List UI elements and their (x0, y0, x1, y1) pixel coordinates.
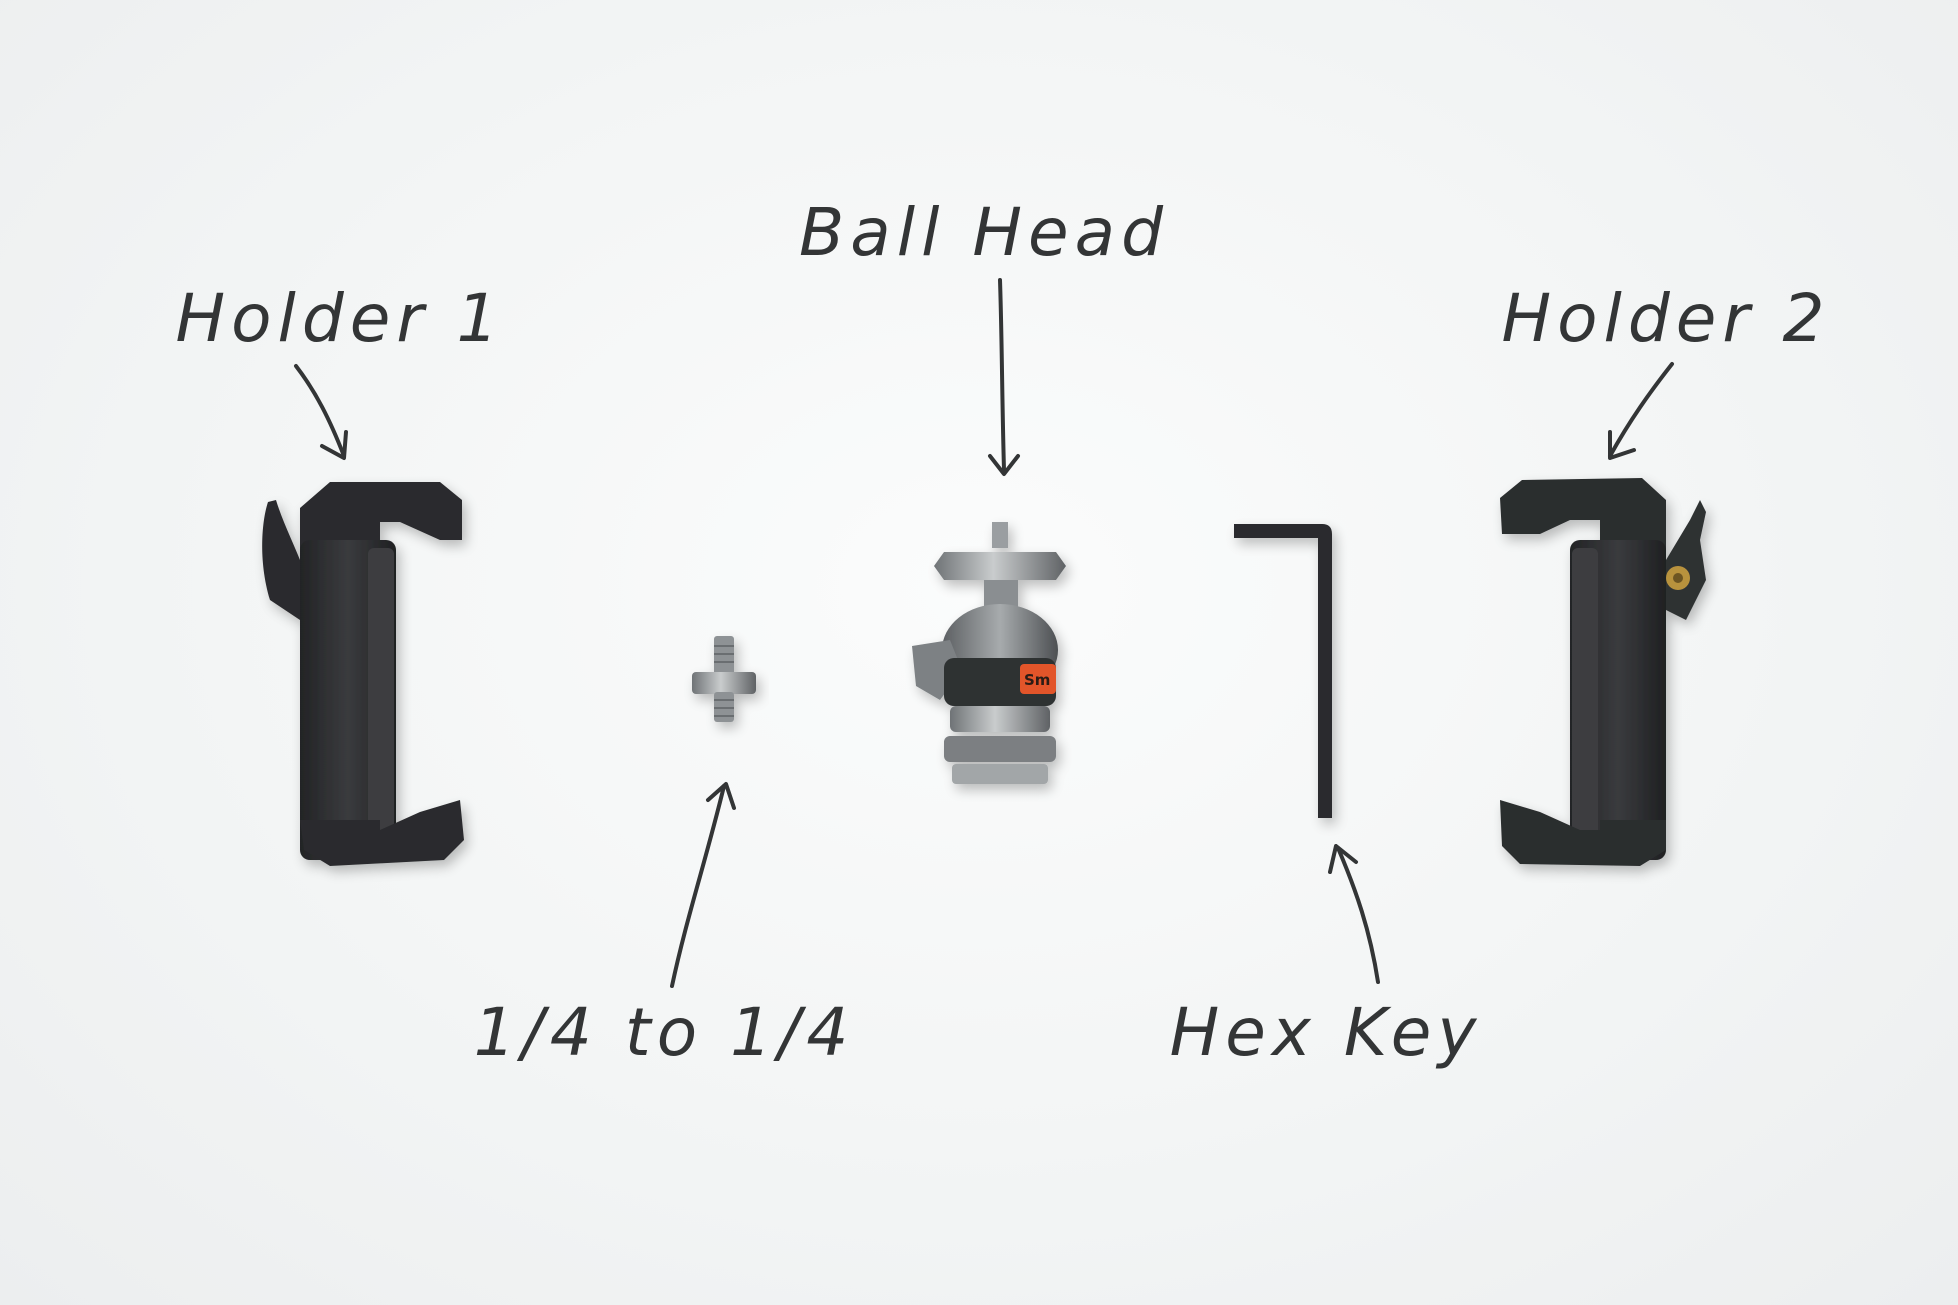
arrow-holder-1 (294, 364, 348, 460)
label-ball-head: Ball Head (799, 194, 1169, 271)
label-hex-key: Hex Key (1169, 994, 1483, 1071)
arrow-screw-adapter (670, 782, 736, 988)
ball-head: Sm (912, 522, 1066, 784)
arrow-ball-head (988, 278, 1020, 476)
label-holder-2: Holder 2 (1501, 280, 1831, 357)
label-screw-adapter: 1/4 to 1/4 (473, 994, 855, 1071)
holder-2 (1500, 478, 1706, 866)
brand-mark: Sm (1024, 671, 1050, 689)
screw-adapter (692, 636, 756, 722)
label-holder-1: Holder 1 (175, 280, 505, 357)
holder-1 (262, 482, 464, 866)
arrow-hex-key (1328, 844, 1380, 984)
arrow-holder-2 (1608, 362, 1674, 460)
hex-key (1234, 524, 1332, 818)
